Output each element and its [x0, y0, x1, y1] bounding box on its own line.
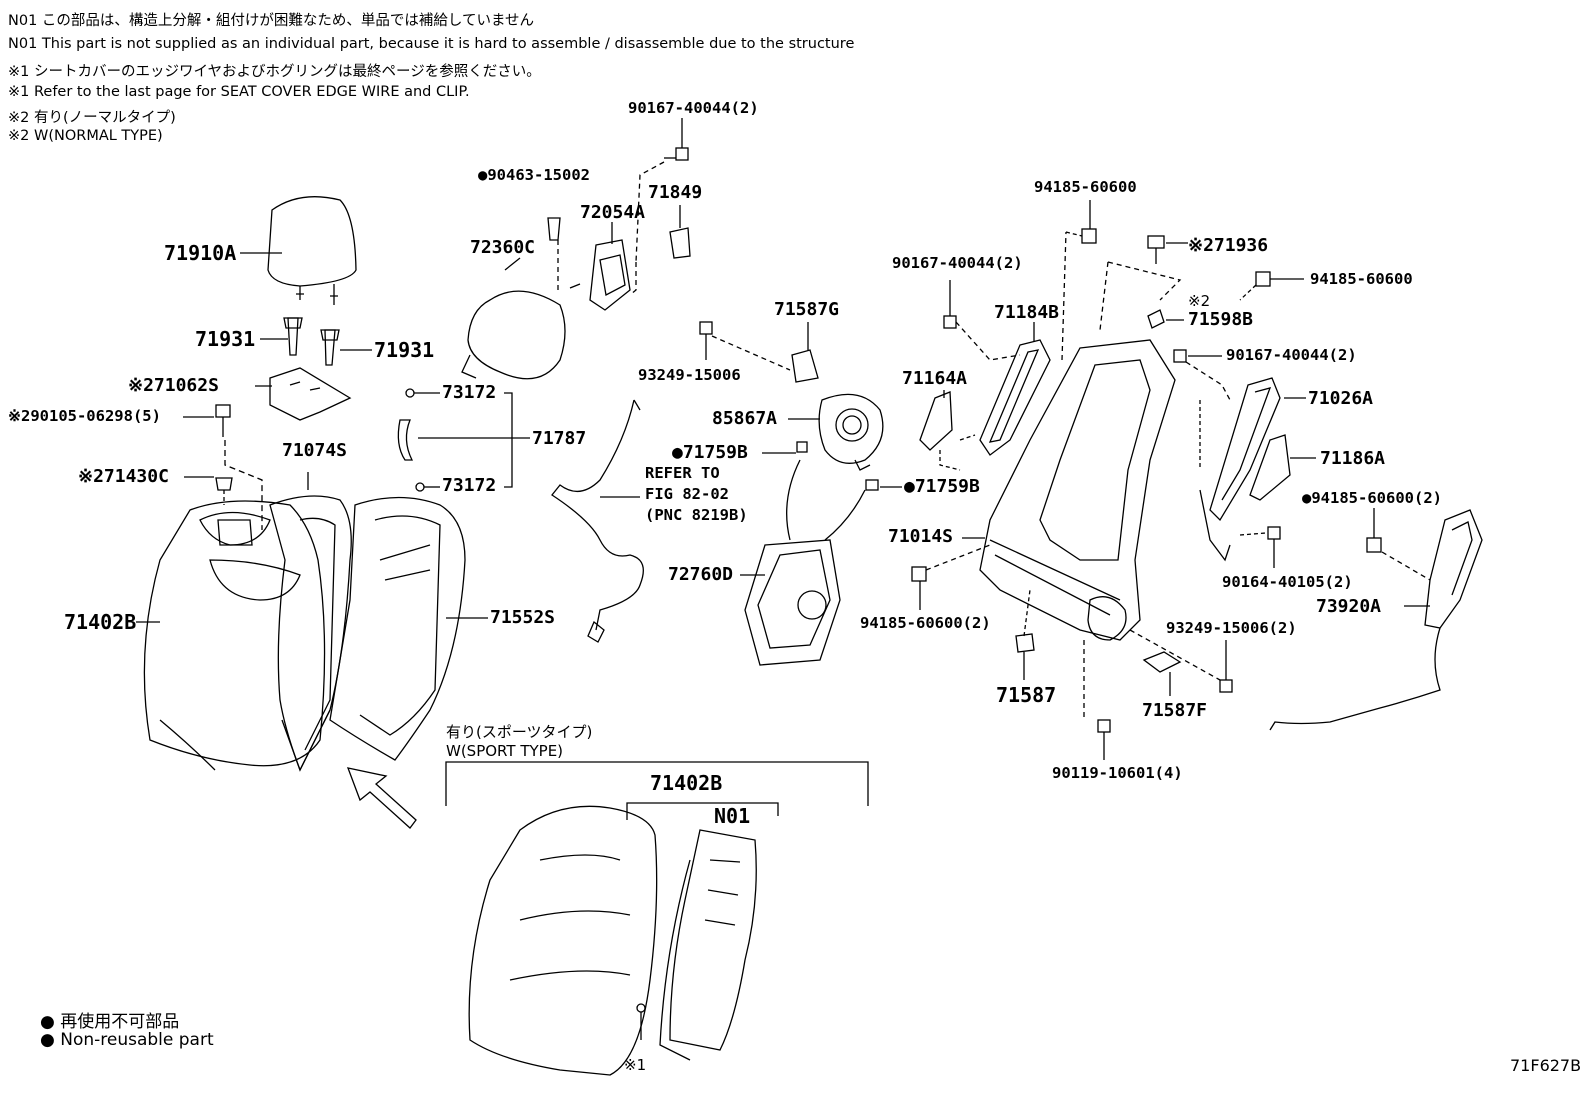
- label-90105[interactable]: ※290105-06298(5): [8, 407, 161, 425]
- sport-type-inset-drawing: [445, 761, 869, 1076]
- harness-71787-drawing: [397, 388, 530, 492]
- note-n01-jp: N01 この部品は、構造上分解・組付けが困難なため、単品では補給していません: [8, 13, 535, 29]
- label-90167-mid[interactable]: 90167-40044(2): [892, 254, 1023, 272]
- label-N01[interactable]: N01: [714, 804, 751, 828]
- bracket-71026A-drawing: [1199, 377, 1306, 562]
- bolt-71936-drawing: [1099, 235, 1188, 331]
- refer-line-3: (PNC 8219B): [645, 506, 748, 524]
- label-71849[interactable]: 71849: [648, 182, 703, 203]
- label-93249-b[interactable]: 93249-15006(2): [1166, 619, 1297, 637]
- sport-type-jp: 有り(スポーツタイプ): [446, 723, 593, 741]
- label-94185-top[interactable]: 94185-60600: [1034, 178, 1137, 196]
- label-71931-left[interactable]: 71931: [195, 327, 256, 351]
- note-2-en: ※2 W(NORMAL TYPE): [8, 128, 163, 144]
- label-72054A[interactable]: 72054A: [580, 202, 646, 223]
- clip-71598B-drawing: [1147, 309, 1184, 329]
- bracket-71184B-drawing: [959, 322, 1051, 456]
- label-71849-drawing: [669, 205, 691, 259]
- label-71931-right[interactable]: 71931: [374, 338, 435, 362]
- label-71026A[interactable]: 71026A: [1308, 388, 1374, 409]
- sport-type-en: W(SPORT TYPE): [446, 742, 564, 760]
- clip-71430C-drawing: [184, 476, 233, 505]
- clip-71587F-drawing: [1129, 629, 1233, 696]
- label-71430C[interactable]: ※271430C: [78, 466, 169, 487]
- frame-71014S-drawing: [962, 231, 1176, 641]
- label-note1-mark: ※1: [624, 1056, 647, 1074]
- label-71186A[interactable]: 71186A: [1320, 448, 1386, 469]
- bracket-72054A-drawing: [589, 222, 637, 311]
- label-73172-a[interactable]: 73172: [442, 382, 497, 403]
- label-90167-top[interactable]: 90167-40044(2): [628, 99, 759, 117]
- bolt-90167-top-drawing: [635, 118, 689, 263]
- label-71910A[interactable]: 71910A: [164, 241, 237, 265]
- airbag-73920A-drawing: [1269, 509, 1483, 731]
- label-71759B-a[interactable]: ●71759B: [672, 442, 748, 463]
- cable-72360C-drawing: [461, 217, 581, 380]
- label-71936[interactable]: ※271936: [1188, 235, 1269, 256]
- label-71062S[interactable]: ※271062S: [128, 375, 219, 396]
- bracket-71164A-drawing: [919, 390, 961, 471]
- label-71074S[interactable]: 71074S: [282, 440, 348, 461]
- bolt-90105-drawing: [183, 404, 263, 530]
- lumbar-72760D-drawing: [740, 459, 866, 666]
- label-90463[interactable]: ●90463-15002: [478, 166, 590, 184]
- clip-71759B-drawing: [762, 441, 902, 491]
- label-71164A[interactable]: 71164A: [902, 368, 968, 389]
- nut-94185-top-drawing: [1065, 200, 1097, 244]
- label-94185-bottom[interactable]: 94185-60600(2): [860, 614, 991, 632]
- label-71402B[interactable]: 71402B: [64, 610, 137, 634]
- label-71598B-note: ※2: [1188, 292, 1211, 310]
- refer-line-1: REFER TO: [645, 464, 720, 482]
- label-71402B-sport[interactable]: 71402B: [650, 771, 723, 795]
- note-2-jp: ※2 有り(ノーマルタイプ): [8, 110, 176, 126]
- nut-94185-bottom-drawing: [911, 544, 991, 610]
- label-71014S[interactable]: 71014S: [888, 526, 954, 547]
- bolt-90119-drawing: [1083, 640, 1111, 760]
- label-71598B[interactable]: 71598B: [1188, 309, 1254, 330]
- bracket-71186A-drawing: [1249, 434, 1316, 501]
- legend-non-reusable-jp: ● 再使用不可部品: [40, 1012, 180, 1032]
- label-71759B-b[interactable]: ●71759B: [904, 476, 980, 497]
- seatback-cover-drawing: [136, 500, 326, 771]
- label-72360C[interactable]: 72360C: [470, 237, 536, 258]
- legend-non-reusable-en: ● Non-reusable part: [40, 1030, 214, 1050]
- label-71587[interactable]: 71587: [996, 683, 1057, 707]
- label-90119[interactable]: 90119-10601(4): [1052, 764, 1183, 782]
- label-90164[interactable]: 90164-40105(2): [1222, 573, 1353, 591]
- label-71552S[interactable]: 71552S: [490, 607, 556, 628]
- speaker-85867A-drawing: [788, 393, 884, 471]
- label-71587F[interactable]: 71587F: [1142, 700, 1208, 721]
- headrest-drawing: [240, 196, 357, 305]
- label-73172-b[interactable]: 73172: [442, 475, 497, 496]
- nut-94185-right2-drawing: [1366, 508, 1431, 581]
- label-85867A[interactable]: 85867A: [712, 408, 778, 429]
- bolt-90164-drawing: [1239, 526, 1281, 568]
- note-1-jp: ※1 シートカバーのエッジワイヤおよびホグリングは最終ページを参照ください。: [8, 64, 541, 80]
- headrest-support-drawing: [260, 317, 372, 366]
- bolt-90167-mid-drawing: [943, 280, 1021, 361]
- bracket-71062S-drawing: [255, 367, 352, 421]
- label-93249-a[interactable]: 93249-15006: [638, 366, 741, 384]
- note-n01-en: N01 This part is not supplied as an indi…: [8, 36, 855, 52]
- view-arrow-drawing: [346, 767, 417, 829]
- label-73920A[interactable]: 73920A: [1316, 596, 1382, 617]
- label-90167-right[interactable]: 90167-40044(2): [1226, 346, 1357, 364]
- figure-id: 71F627B: [1510, 1056, 1582, 1075]
- nut-94185-right-drawing: [1239, 271, 1304, 301]
- clip-71587-drawing: [1015, 589, 1035, 680]
- label-71587G[interactable]: 71587G: [774, 299, 840, 320]
- label-71184B[interactable]: 71184B: [994, 302, 1060, 323]
- label-94185-right1[interactable]: 94185-60600: [1310, 270, 1413, 288]
- label-72760D[interactable]: 72760D: [668, 564, 734, 585]
- wire-harness-drawing: [551, 399, 644, 643]
- refer-line-2: FIG 82-02: [645, 485, 729, 503]
- note-1-en: ※1 Refer to the last page for SEAT COVER…: [8, 84, 470, 100]
- label-71787[interactable]: 71787: [532, 428, 587, 449]
- label-94185-right2[interactable]: ●94185-60600(2): [1302, 489, 1442, 507]
- bolt-90167-right-drawing: [1173, 349, 1231, 401]
- back-board-drawing: [329, 496, 488, 761]
- clip-71587G-drawing: [699, 321, 819, 383]
